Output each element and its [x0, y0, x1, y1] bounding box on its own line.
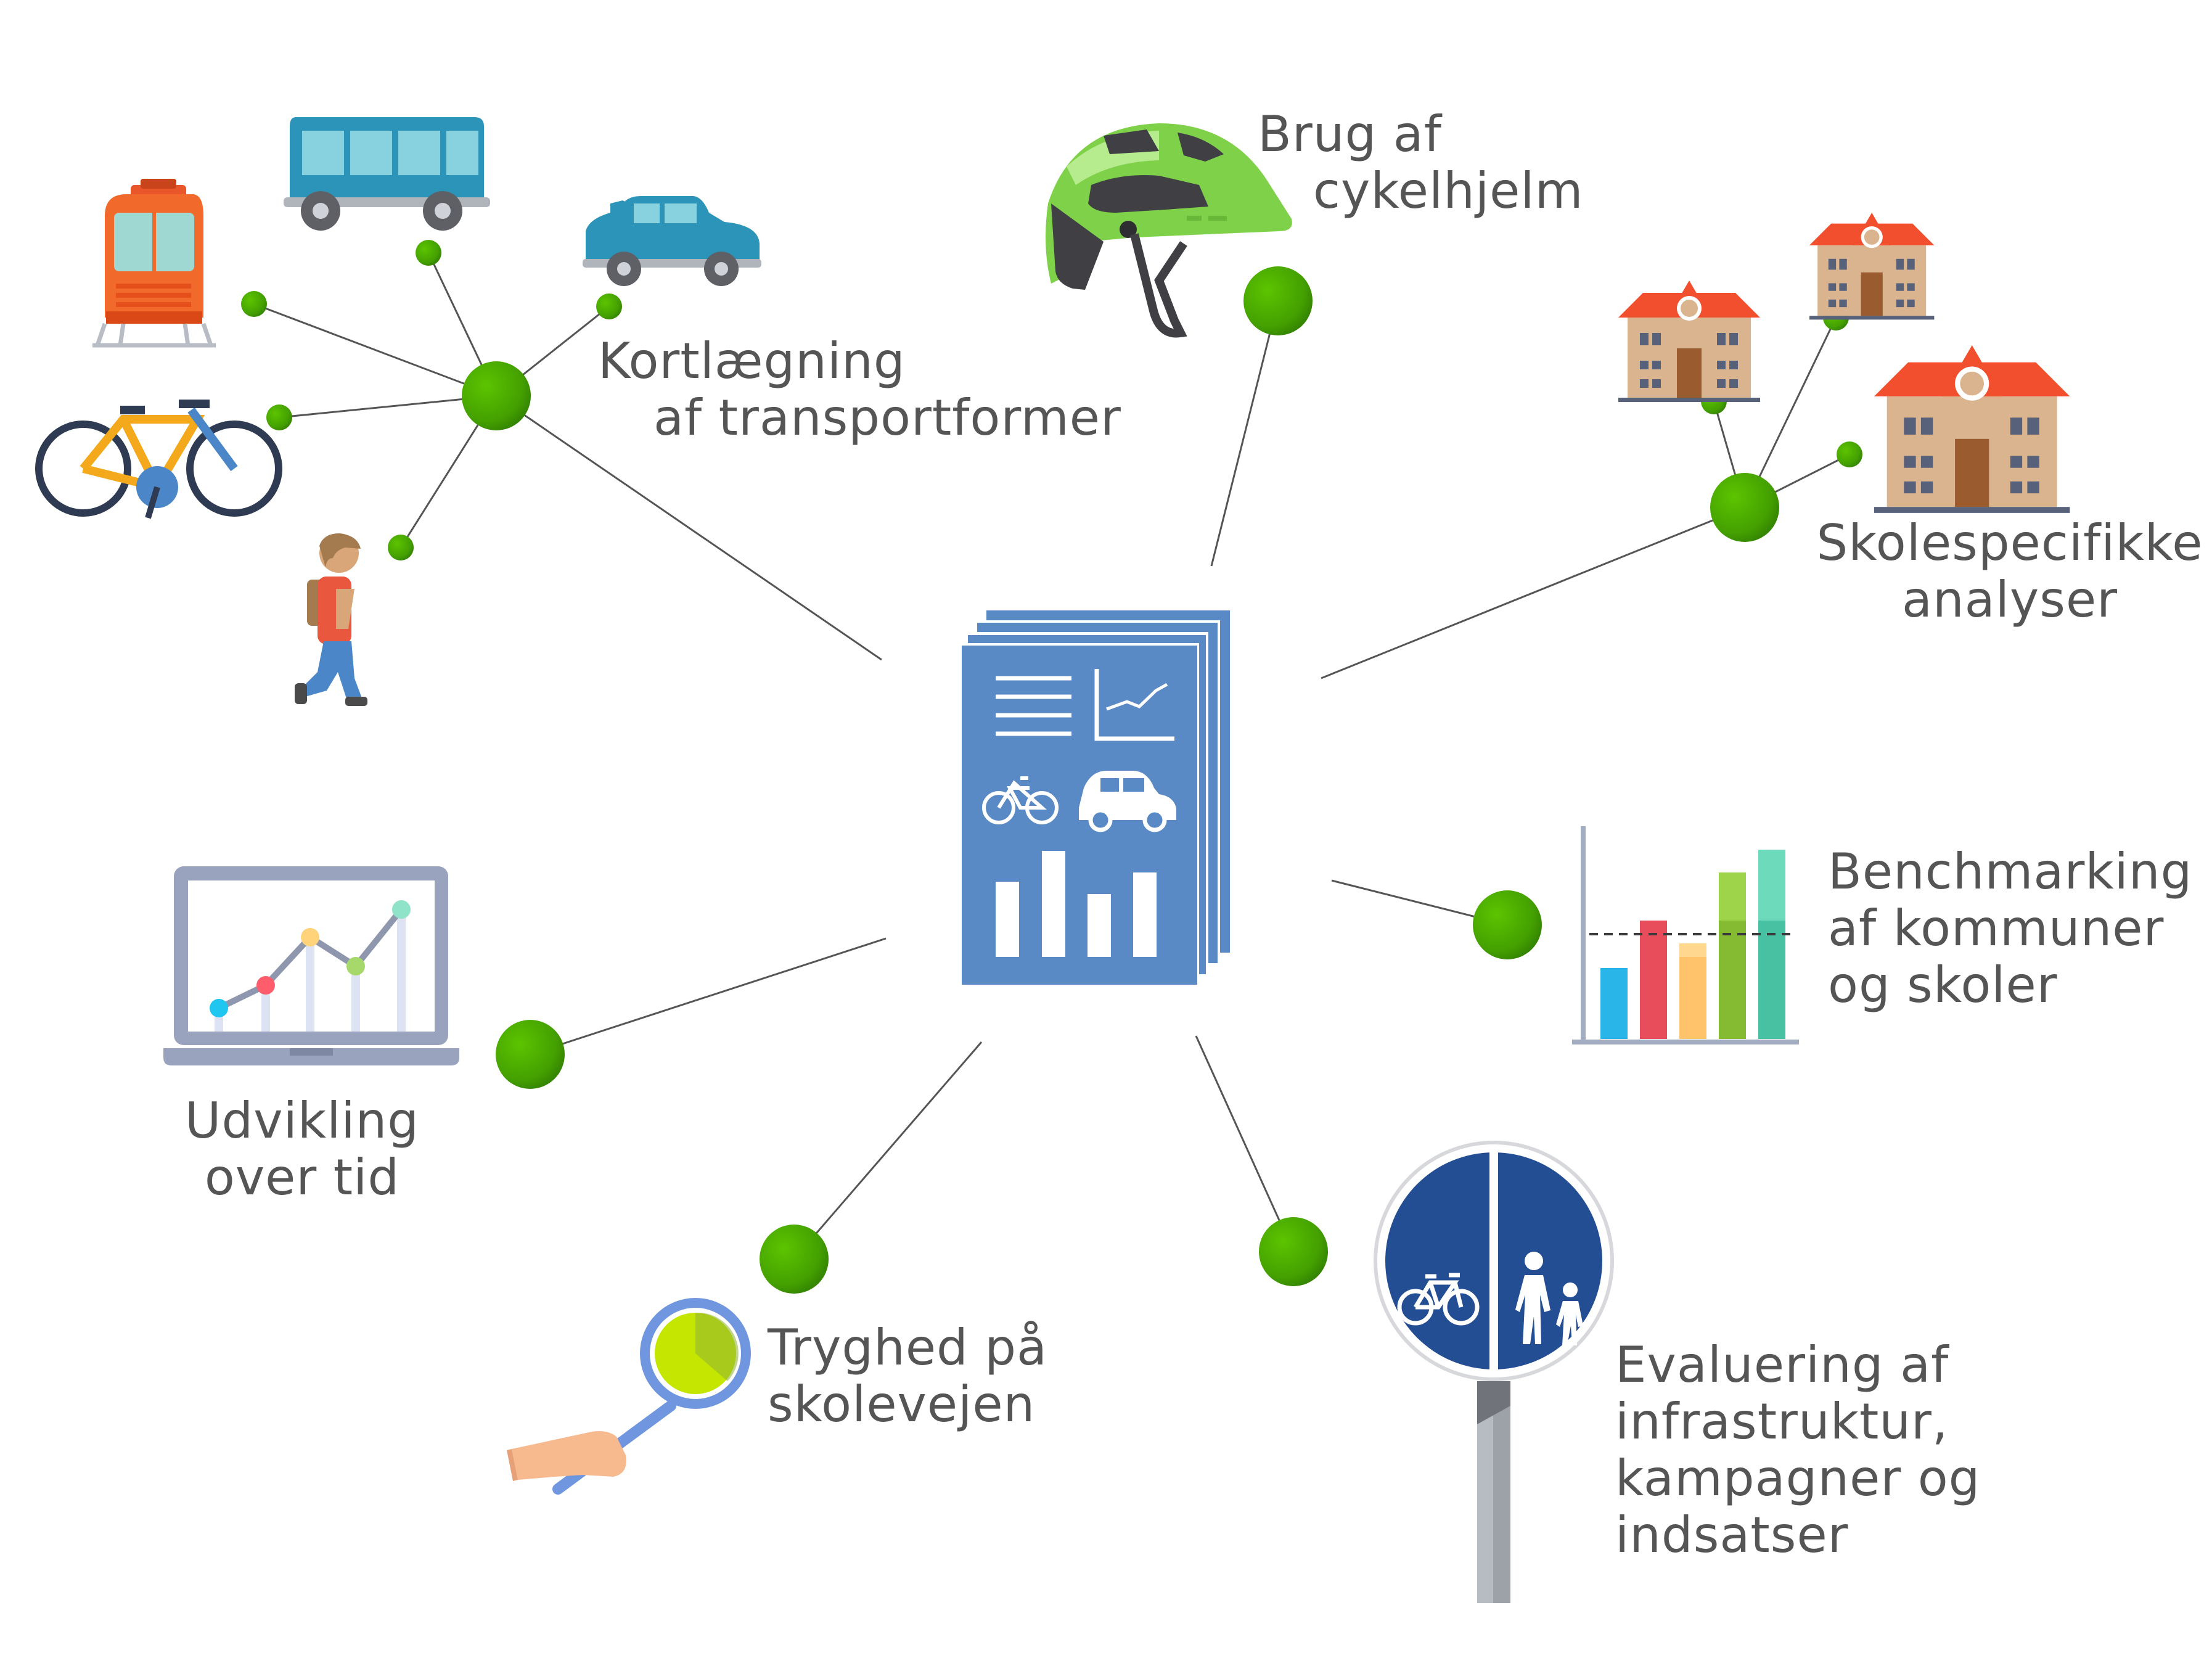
label-safety-line1: Tryghed på — [768, 1319, 1048, 1376]
edge-center-development — [530, 937, 887, 1056]
edge-center-evaluation — [1195, 1035, 1295, 1252]
subnode-bike — [266, 404, 292, 430]
node-development — [496, 1020, 565, 1089]
subnode-train — [241, 291, 267, 317]
bicycle-icon — [35, 400, 282, 519]
label-evaluation-line1: Evaluering af — [1615, 1336, 1949, 1393]
label-evaluation: Evaluering af infrastruktur, kampagner o… — [1615, 1337, 1980, 1564]
node-transport — [462, 361, 531, 430]
label-evaluation-line3: kampagner og — [1615, 1450, 1981, 1507]
bus-icon — [284, 117, 490, 231]
label-helmet-line1: Brug af — [1258, 105, 1442, 163]
label-helmet-line2: cykelhjelm — [1313, 162, 1584, 220]
label-helmet: Brug af cykelhjelm — [1258, 106, 1584, 220]
car-icon — [583, 196, 761, 286]
bike-helmet-icon — [1046, 123, 1292, 338]
subnode-walker — [388, 535, 414, 560]
school-building-icon — [1874, 345, 2070, 513]
subnode-car — [596, 293, 622, 319]
label-evaluation-line4: indsatser — [1615, 1506, 1849, 1564]
label-benchmark-line2: af kommuner — [1828, 900, 2165, 957]
node-schools — [1710, 473, 1779, 542]
label-benchmark-line1: Benchmarking — [1828, 843, 2193, 900]
report-documents-icon — [959, 610, 1230, 987]
node-benchmark — [1473, 890, 1542, 959]
label-benchmark-line3: og skoler — [1828, 956, 2058, 1014]
label-safety-line2: skolevejen — [768, 1376, 1036, 1433]
edge-transport-bike — [279, 395, 497, 419]
pedestrian-icon — [295, 533, 367, 706]
label-development: Udvikling over tid — [148, 1093, 456, 1206]
shared-path-sign-icon — [1374, 1141, 1614, 1603]
edge-center-schools — [1321, 506, 1745, 679]
bar-chart-icon — [1572, 826, 1799, 1044]
school-building-icon — [1809, 213, 1935, 320]
node-evaluation — [1259, 1217, 1328, 1286]
label-transport-line1: Kortlægning — [598, 332, 906, 390]
node-safety — [760, 1225, 829, 1294]
school-building-icon — [1618, 281, 1760, 402]
node-helmet — [1243, 266, 1313, 335]
label-transport: Kortlægning af transportformer — [598, 333, 1121, 446]
label-transport-line2: af transportformer — [653, 389, 1121, 446]
label-benchmark: Benchmarking af kommuner og skoler — [1828, 843, 2192, 1014]
label-evaluation-line2: infrastruktur, — [1615, 1393, 1949, 1450]
school-patrol-sign-icon — [507, 1298, 751, 1495]
nodes — [241, 240, 1862, 1294]
edge-center-safety — [793, 1041, 983, 1260]
label-development-line1: Udvikling — [184, 1092, 420, 1149]
train-icon — [92, 179, 216, 348]
subnode-school-3 — [1837, 441, 1862, 467]
label-schools: Skolespecifikke analyser — [1813, 515, 2207, 628]
laptop-line-chart-icon — [163, 866, 459, 1065]
edge-transport-train — [253, 303, 497, 397]
label-schools-line2: analyser — [1901, 571, 2118, 628]
label-schools-line1: Skolespecifikke — [1816, 514, 2203, 572]
label-development-line2: over tid — [204, 1149, 400, 1206]
edge-center-helmet — [1210, 300, 1279, 567]
label-safety: Tryghed på skolevejen — [768, 1319, 1047, 1433]
subnode-bus — [416, 240, 441, 266]
edge-center-transport — [496, 395, 882, 661]
edge-schools-2 — [1743, 317, 1837, 508]
